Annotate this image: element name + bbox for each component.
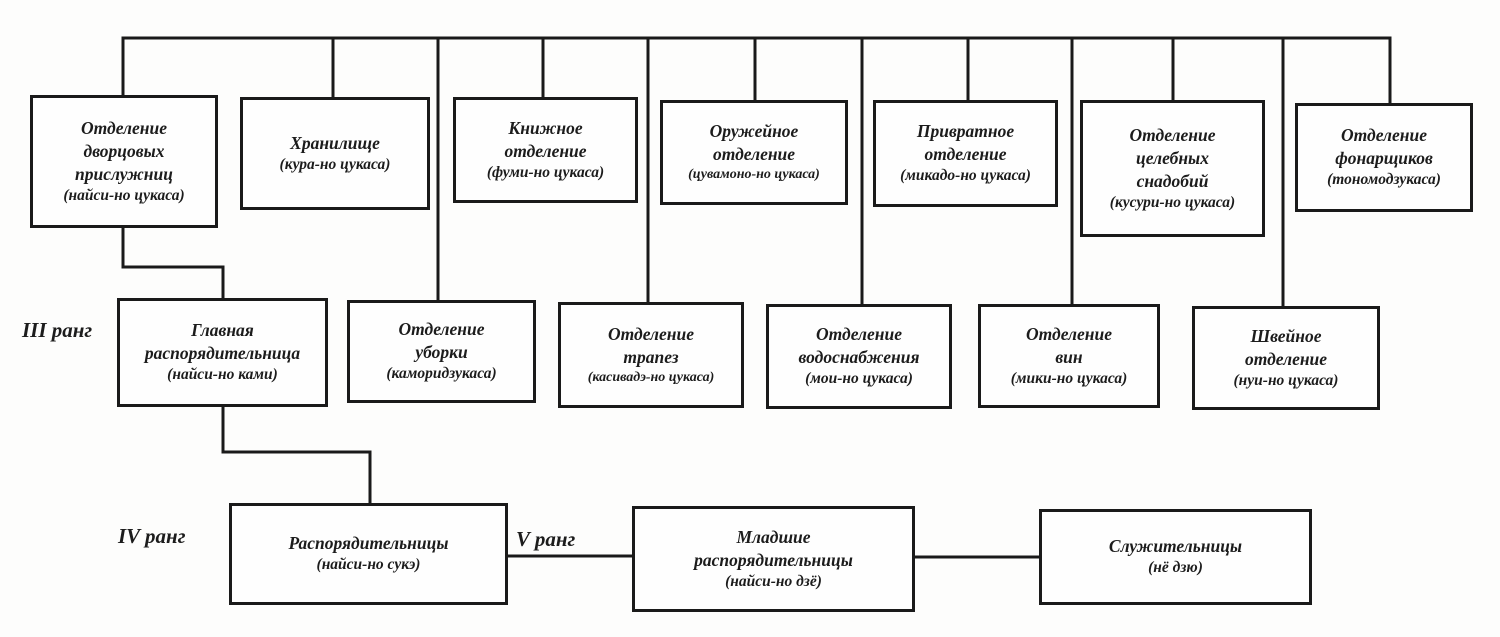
node-reading: (фуми-но цукаса): [486, 163, 605, 181]
node-line: целебных: [1136, 147, 1209, 168]
node-reading: (цувамоно-но цукаса): [688, 167, 820, 183]
node-lamps-department: Отделение фонарщиков (тономодзукаса): [1295, 103, 1473, 212]
node-reading: (тономодзукаса): [1327, 171, 1441, 189]
node-line: прислужниц: [75, 163, 173, 184]
node-sewing-department: Швейное отделение (нуи-но цукаса): [1192, 306, 1380, 410]
node-line: фонарщиков: [1335, 148, 1433, 169]
node-line: распорядительницы: [694, 549, 853, 570]
node-line: водоснабжения: [798, 347, 920, 368]
node-reading: (каморидзукаса): [386, 365, 497, 383]
node-line: Отделение: [81, 117, 167, 138]
node-water-supply-department: Отделение водоснабжения (мои-но цукаса): [766, 304, 952, 409]
node-line: Отделение: [1129, 124, 1216, 145]
node-line: отделение: [924, 144, 1007, 165]
node-cleaning-department: Отделение уборки (каморидзукаса): [347, 300, 536, 403]
node-reading: (касивадэ-но цукаса): [587, 369, 715, 385]
node-line: отделение: [712, 144, 796, 165]
node-storehouse-department: Хранилище (кура-но цукаса): [240, 97, 430, 210]
node-line: Отделение: [398, 319, 485, 340]
rank-label-5: V ранг: [516, 527, 576, 551]
node-line: Отделение: [1341, 125, 1427, 146]
node-line: Распорядительницы: [288, 533, 449, 554]
node-junior-stewardesses: Младшие распорядительницы (найси-но дзё): [632, 506, 915, 612]
rank-label-4: IV ранг: [118, 524, 186, 548]
node-arms-department: Оружейное отделение (цувамоно-но цукаса): [660, 100, 848, 205]
node-reading: (найси-но дзё): [725, 572, 822, 590]
node-line: трапез: [623, 346, 679, 367]
node-line: уборки: [415, 342, 468, 363]
node-line: отделение: [1244, 348, 1328, 369]
node-gates-department: Привратное отделение (микадо-но цукаса): [873, 100, 1058, 207]
node-line: отделение: [504, 140, 587, 161]
node-reading: (нуи-но цукаса): [1233, 371, 1339, 389]
node-reading: (микадо-но цукаса): [900, 167, 1031, 185]
node-chief-stewardess: Главная распорядительница (найси-но ками…: [117, 298, 328, 407]
node-line: Главная: [191, 320, 254, 341]
node-palace-maids-department: Отделение дворцовых прислужниц (найси-но…: [30, 95, 218, 228]
node-line: Отделение: [816, 324, 902, 345]
node-reading: (мои-но цукаса): [805, 370, 913, 388]
node-line: Швейное: [1250, 325, 1322, 346]
node-reading: (кура-но цукаса): [279, 155, 391, 173]
node-reading: (нё дзю): [1148, 559, 1203, 577]
node-reading: (мики-но цукаса): [1010, 369, 1128, 387]
node-line: дворцовых: [83, 140, 165, 161]
rank-label-3: III ранг: [22, 318, 93, 342]
node-reading: (найси-но цукаса): [63, 186, 185, 204]
node-line: Служительницы: [1108, 536, 1243, 557]
node-line: снадобий: [1136, 170, 1209, 191]
node-meals-department: Отделение трапез (касивадэ-но цукаса): [558, 302, 744, 408]
node-books-department: Книжное отделение (фуми-но цукаса): [453, 97, 638, 203]
node-line: Младшие: [736, 526, 811, 547]
node-reading: (найси-но сукэ): [316, 556, 421, 574]
node-line: Отделение: [608, 323, 694, 344]
node-line: Привратное: [916, 121, 1015, 142]
node-line: распорядительница: [144, 343, 301, 364]
node-line: вин: [1055, 346, 1083, 367]
node-line: Книжное: [508, 117, 583, 138]
node-stewardesses: Распорядительницы (найси-но сукэ): [229, 503, 508, 605]
node-reading: (найси-но ками): [167, 366, 278, 384]
node-wine-department: Отделение вин (мики-но цукаса): [978, 304, 1160, 408]
node-medicines-department: Отделение целебных снадобий (кусури-но ц…: [1080, 100, 1265, 237]
node-line: Оружейное: [709, 121, 799, 142]
node-reading: (кусури-но цукаса): [1109, 193, 1236, 211]
node-line: Отделение: [1026, 323, 1112, 344]
node-line: Хранилище: [290, 132, 380, 153]
node-servants: Служительницы (нё дзю): [1039, 509, 1312, 605]
